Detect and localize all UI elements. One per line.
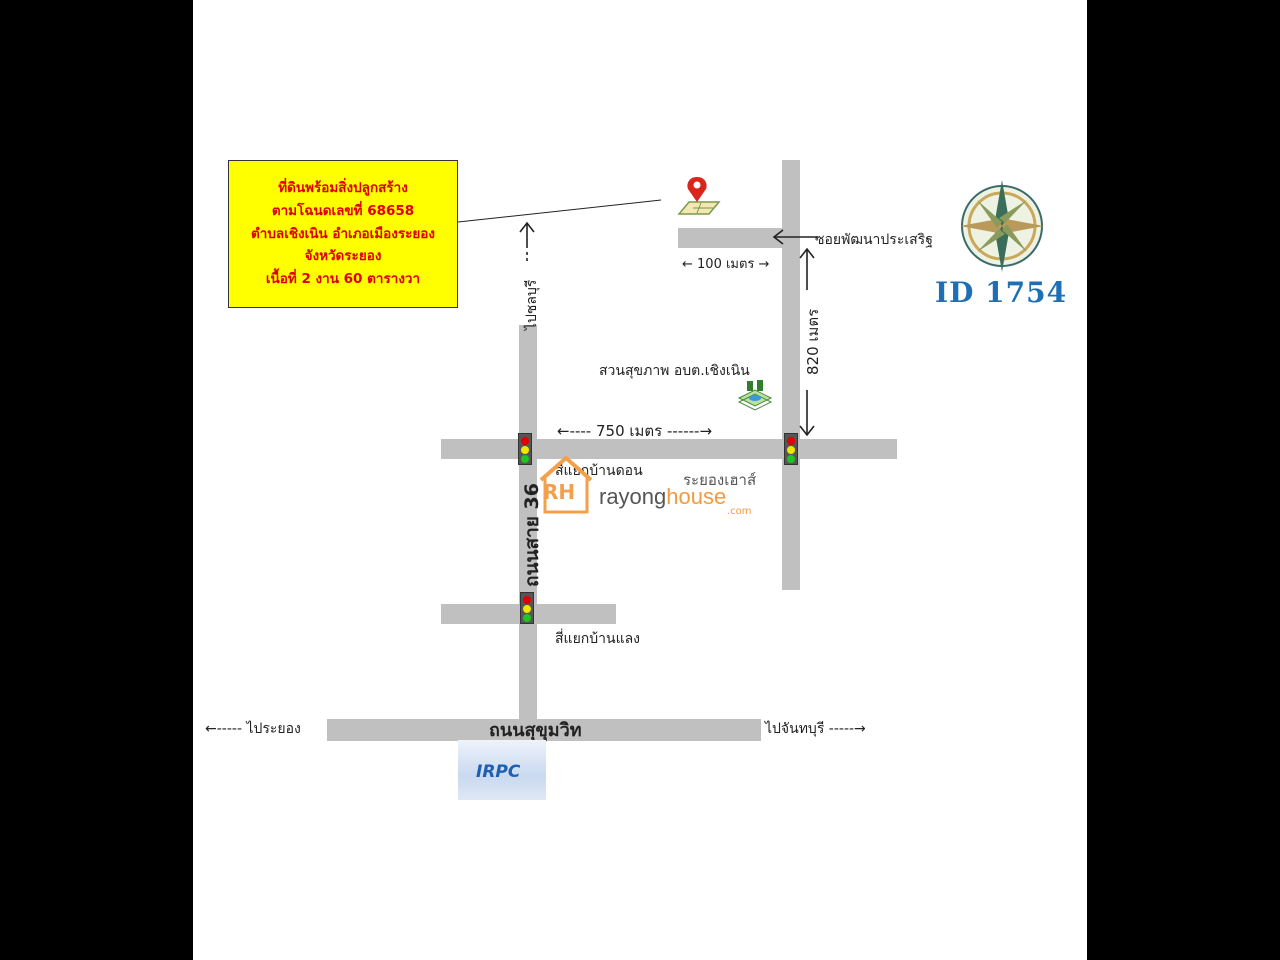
location-pin-icon: [677, 177, 721, 215]
to-chonburi-label: ไปชลบุรี: [524, 279, 540, 330]
road-horizontal-main: [441, 439, 897, 459]
traffic-light-icon: [518, 433, 532, 465]
compass-rose-icon: [960, 180, 1044, 272]
park-icon: [737, 380, 773, 411]
irpc-logo: IRPC: [458, 740, 546, 800]
info-line-4: จังหวัดระยอง: [304, 248, 382, 265]
logo-letters: RH: [543, 480, 576, 504]
info-line-1: ที่ดินพร้อมสิ่งปลูกสร้าง: [278, 179, 408, 196]
distance-820m-label: 820 เมตร: [804, 308, 822, 375]
info-line-2: ตามโฉนดเลขที่ 68658: [271, 202, 415, 219]
traffic-light-icon: [520, 592, 534, 624]
listing-id: ID 1754: [935, 276, 1068, 309]
logo-word-b: house: [666, 484, 727, 509]
to-rayong-label: ←----- ไประยอง: [205, 721, 301, 737]
logo-com: .com: [727, 506, 752, 517]
house-icon: [539, 455, 593, 514]
traffic-light-icon: [784, 433, 798, 465]
road-sukhumvit: [327, 719, 761, 741]
park-label: สวนสุขภาพ อบต.เชิงเนิน: [599, 363, 750, 379]
logo-word-a: rayong: [599, 484, 667, 509]
info-line-5: เนื้อที่ 2 งาน 60 ตารางวา: [265, 271, 421, 288]
map-canvas: ที่ดินพร้อมสิ่งปลูกสร้าง ตามโฉนดเลขที่ 6…: [193, 0, 1087, 960]
road-top-branch: [678, 228, 788, 248]
property-info-box: ที่ดินพร้อมสิ่งปลูกสร้าง ตามโฉนดเลขที่ 6…: [228, 160, 458, 308]
logo-thai-text: ระยองเฮาส์: [683, 471, 757, 489]
road-soi-vertical: [782, 160, 800, 590]
road-36-vertical: [519, 325, 537, 725]
to-chanthaburi-label: ไปจันทบุรี -----→: [765, 721, 866, 737]
junction-banlaeng-label: สี่แยกบ้านแลง: [555, 631, 641, 647]
distance-750m-label: ←---- 750 เมตร ------→: [557, 422, 713, 440]
distance-100m-label: ← 100 เมตร →: [682, 257, 770, 272]
pointer-line: [457, 199, 818, 437]
soi-label: ซอยพัฒนาประเสริฐ: [815, 232, 933, 248]
sukhumvit-road-label: ถนนสุขุมวิท: [489, 720, 582, 741]
info-line-3: ตำบลเชิงเนิน อำเภอเมืองระยอง: [251, 225, 435, 242]
logo-wordmark: rayonghouse: [599, 484, 726, 510]
irpc-logo-text: IRPC: [476, 762, 521, 782]
